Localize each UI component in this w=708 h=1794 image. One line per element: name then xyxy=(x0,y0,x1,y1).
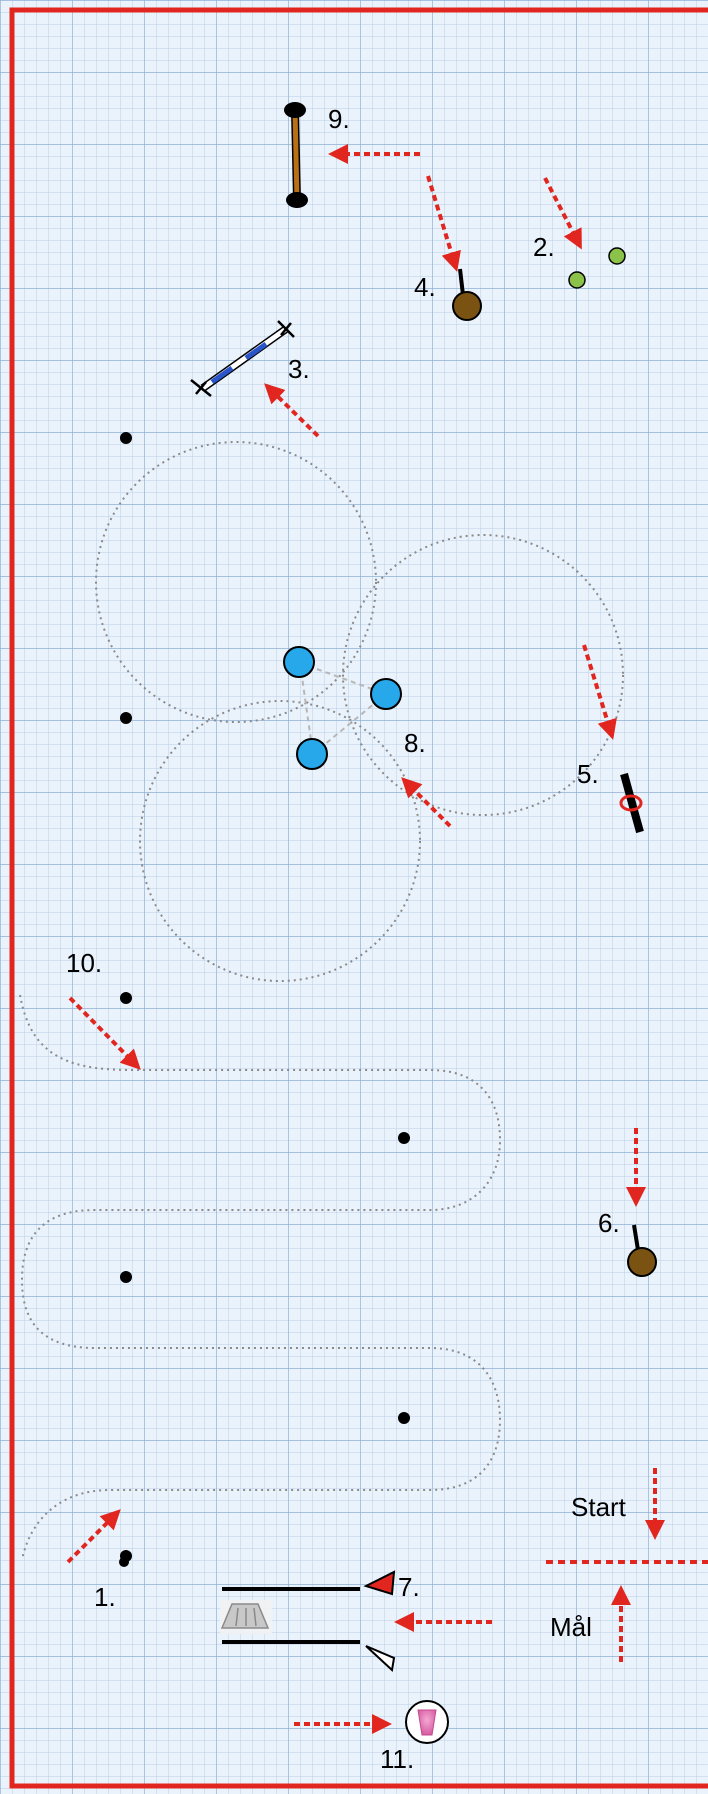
station-label-5: 5. xyxy=(577,759,599,789)
station-label-6: 6. xyxy=(598,1208,620,1238)
marker-dot xyxy=(120,1271,132,1283)
marker-dot xyxy=(120,992,132,1004)
marker-dot xyxy=(398,1132,410,1144)
station-label-3: 3. xyxy=(288,354,310,384)
station-label-8: 8. xyxy=(404,728,426,758)
station-label-2: 2. xyxy=(533,232,555,262)
station-label-7: 7. xyxy=(398,1572,420,1602)
start-label: Start xyxy=(571,1492,627,1522)
bucket-icon xyxy=(406,1701,448,1743)
station-label-10: 10. xyxy=(66,948,102,978)
station-label-4: 4. xyxy=(414,272,436,302)
station-label-1: 1. xyxy=(94,1582,116,1612)
marker-dot xyxy=(120,432,132,444)
station-label-11: 11. xyxy=(380,1744,414,1774)
finish-label: Mål xyxy=(550,1612,592,1642)
marker-dot xyxy=(398,1412,410,1424)
station-label-9: 9. xyxy=(328,104,350,134)
marker-dot xyxy=(119,1557,129,1567)
marker-dot xyxy=(120,712,132,724)
